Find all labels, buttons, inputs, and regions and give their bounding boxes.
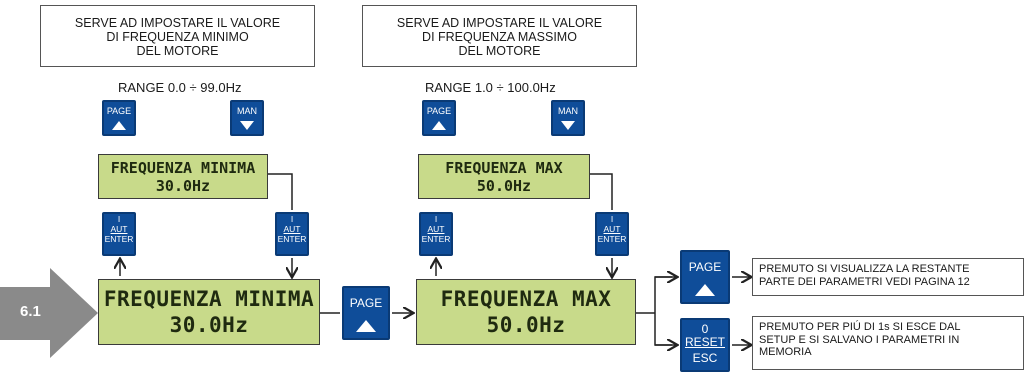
lcd-value: 30.0Hz (155, 177, 211, 195)
lcd-min: FREQUENZA MINIMA 30.0Hz (98, 279, 320, 345)
enter-aut-label: AUT (427, 224, 445, 234)
note-esc-save: PREMUTO PER PIÚ DI 1s SI ESCE DAL SETUP … (752, 316, 1024, 370)
triangle-down-icon (561, 121, 575, 130)
page-up-button-left[interactable]: PAGE (102, 100, 136, 136)
range-min: RANGE 0.0 ÷ 99.0Hz (118, 80, 242, 95)
note-page-next: PREMUTO SI VISUALIZZA LA RESTANTE PARTE … (752, 258, 1024, 296)
step-number: 6.1 (20, 303, 41, 320)
triangle-up-icon (432, 121, 446, 130)
enter-label: ENTER (104, 234, 134, 244)
enter-aut-label: AUT (283, 224, 301, 234)
enter-label: ENTER (277, 234, 307, 244)
enter-top-label: I (434, 214, 438, 224)
enter-top-label: I (290, 214, 294, 224)
reset-top-label: 0 (701, 322, 709, 336)
note-min-frequency: SERVE AD IMPOSTARE IL VALORE DI FREQUENZ… (40, 5, 315, 67)
page-up-button-right[interactable]: PAGE (422, 100, 456, 136)
lcd-max: FREQUENZA MAX 50.0Hz (416, 279, 636, 345)
lcd-value: 50.0Hz (476, 177, 532, 195)
man-label: MAN (558, 106, 578, 116)
man-down-button-left[interactable]: MAN (230, 100, 264, 136)
enter-top-label: I (610, 214, 614, 224)
page-label: PAGE (426, 106, 452, 116)
enter-button-left-2[interactable]: I AUT ENTER (275, 212, 309, 256)
note-max-frequency: SERVE AD IMPOSTARE IL VALORE DI FREQUENZ… (362, 5, 637, 67)
page-label: PAGE (106, 106, 132, 116)
lcd-title: FREQUENZA MAX (445, 159, 563, 177)
triangle-down-icon (240, 121, 254, 130)
reset-esc-button[interactable]: 0 RESET ESC (680, 318, 730, 372)
esc-label: ESC (692, 351, 718, 365)
page-button-right[interactable]: PAGE (680, 250, 730, 304)
lcd-value: 30.0Hz (169, 313, 249, 337)
lcd-title: FREQUENZA MINIMA (110, 159, 256, 177)
enter-label: ENTER (597, 234, 627, 244)
page-label: PAGE (688, 260, 722, 274)
man-down-button-right[interactable]: MAN (551, 100, 585, 136)
triangle-up-icon (695, 284, 715, 296)
triangle-up-icon (112, 121, 126, 130)
page-label: PAGE (349, 296, 383, 310)
lcd-title: FREQUENZA MAX (440, 287, 612, 311)
lcd-max-edit: FREQUENZA MAX 50.0Hz (418, 154, 590, 199)
reset-label: RESET (684, 335, 725, 349)
page-button-middle[interactable]: PAGE (342, 286, 390, 340)
enter-aut-label: AUT (603, 224, 621, 234)
enter-label: ENTER (421, 234, 451, 244)
step-arrow-shape (0, 268, 98, 358)
enter-aut-label: AUT (110, 224, 128, 234)
enter-top-label: I (117, 214, 121, 224)
enter-button-left[interactable]: I AUT ENTER (102, 212, 136, 256)
lcd-title: FREQUENZA MINIMA (103, 287, 315, 311)
man-label: MAN (237, 106, 257, 116)
enter-button-right-2[interactable]: I AUT ENTER (595, 212, 629, 256)
enter-button-right[interactable]: I AUT ENTER (419, 212, 453, 256)
lcd-value: 50.0Hz (486, 313, 566, 337)
lcd-min-edit: FREQUENZA MINIMA 30.0Hz (98, 154, 268, 199)
range-max: RANGE 1.0 ÷ 100.0Hz (425, 80, 556, 95)
triangle-up-icon (356, 320, 376, 332)
